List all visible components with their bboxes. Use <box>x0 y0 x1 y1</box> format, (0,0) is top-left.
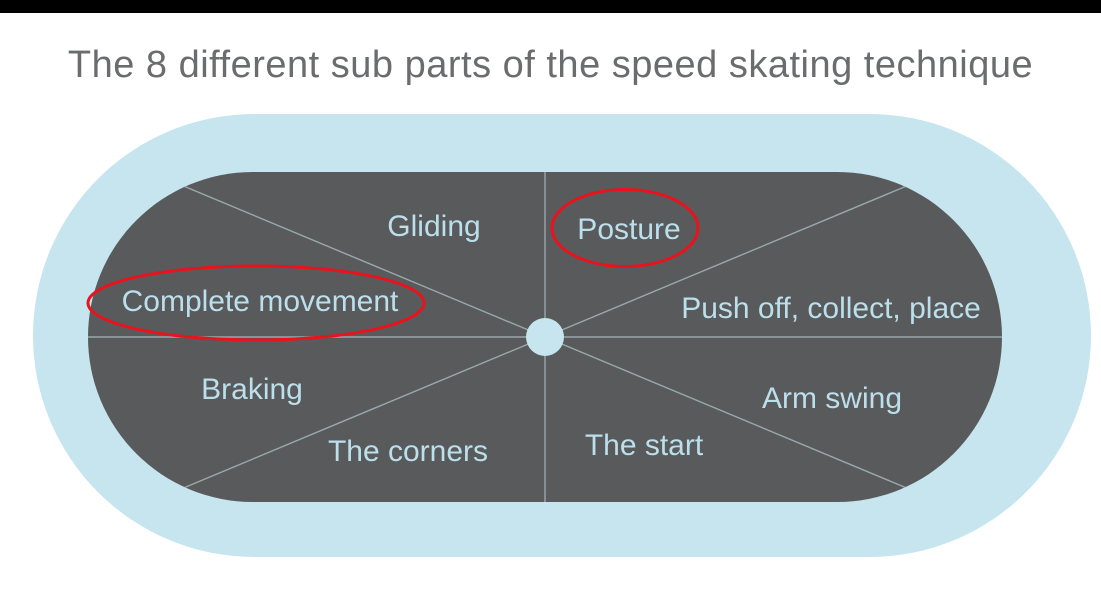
segment-label-posture: Posture <box>577 213 681 246</box>
segment-label-push-off-collect-place: Push off, collect, place <box>681 292 981 325</box>
segment-label-arm-swing: Arm swing <box>761 382 903 415</box>
highlight-ellipse-posture <box>550 188 700 268</box>
top-black-bar <box>0 0 1101 13</box>
segment-label-complete-movement: Complete movement <box>121 285 399 318</box>
diagram-title: The 8 different sub parts of the speed s… <box>67 44 1034 86</box>
segment-label-the-start: The start <box>584 429 704 462</box>
segment-label-gliding: Gliding <box>387 210 481 243</box>
center-dot <box>526 318 564 356</box>
highlight-ellipse-complete-movement <box>86 264 426 342</box>
segment-label-the-corners: The corners <box>327 435 489 468</box>
segment-label-braking: Braking <box>201 373 303 406</box>
